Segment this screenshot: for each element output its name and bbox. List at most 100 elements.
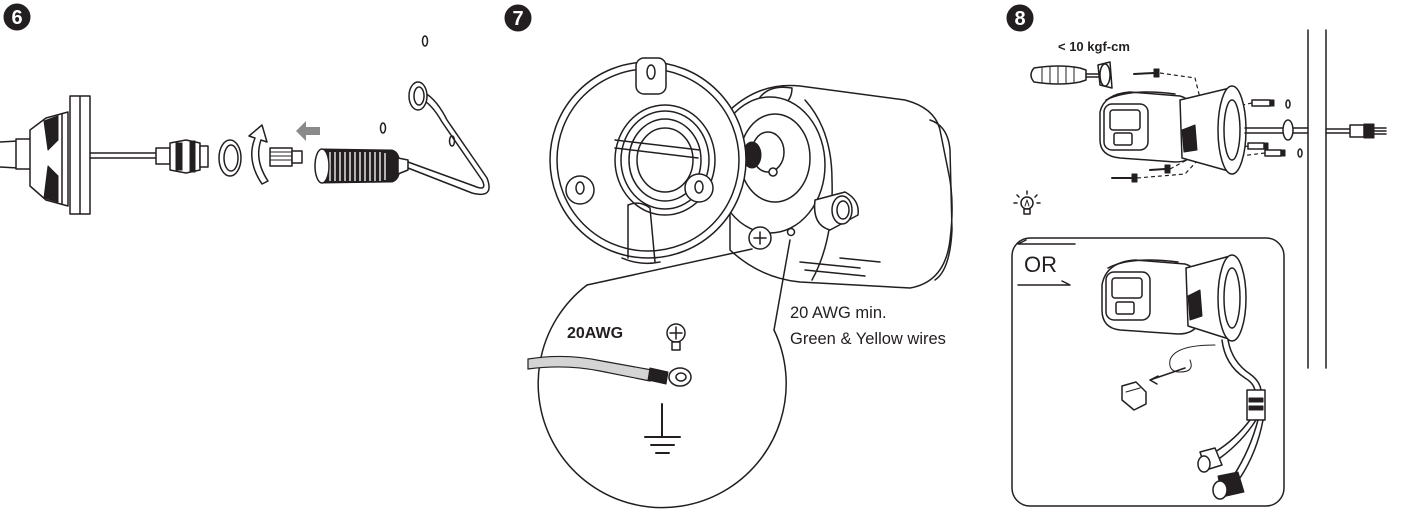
protective-cap-body	[1121, 381, 1147, 411]
screw-boss-left	[565, 175, 595, 205]
ground-wire	[527, 355, 692, 387]
camera-sensor-window	[1113, 132, 1133, 146]
step-number: 8	[1014, 8, 1025, 30]
connector-collar	[199, 145, 209, 168]
power-connector-opening	[1197, 455, 1211, 473]
camera-body	[714, 84, 953, 289]
connector-sleeve	[1349, 124, 1365, 138]
wire-note-line-2: Green & Yellow wires	[790, 330, 946, 348]
step-8: 8 < 10 kgf-cm	[1006, 4, 1387, 507]
lightbulb-glass	[1020, 196, 1034, 210]
step-badge: 6	[3, 3, 31, 31]
pigtail-junction-band	[1248, 397, 1264, 403]
connector-band	[175, 142, 183, 171]
screw-head	[1153, 68, 1160, 78]
step-7: 7	[504, 4, 953, 509]
screwdriver-washer	[1099, 63, 1111, 87]
base-center-ring	[636, 127, 694, 193]
alternative-box-frame	[1011, 237, 1285, 507]
cable-loop-edge	[407, 92, 490, 196]
bracket-base-rim	[1223, 99, 1241, 161]
step-badge-circle	[504, 4, 532, 32]
screw-shaft	[1133, 72, 1155, 75]
lightbulb-base	[1023, 208, 1031, 215]
connector-band	[189, 140, 196, 173]
base-cable-channel	[621, 202, 661, 265]
bracket-base-rim	[1223, 267, 1241, 329]
cable-end-connector	[1325, 123, 1387, 139]
mount-cable-stub	[0, 140, 19, 169]
camera-on-bracket	[1099, 85, 1247, 175]
magnifier-circle	[537, 284, 787, 509]
split-cables	[1214, 419, 1264, 479]
magnified-detail: 20AWG	[527, 239, 791, 509]
ground-wire-crimp	[647, 367, 669, 385]
cap-ridges	[329, 152, 386, 181]
cable-gland-inner	[836, 200, 850, 220]
camera-contour-line	[804, 99, 833, 281]
base-screw-boss	[684, 173, 714, 203]
screwdriver-icon	[1030, 61, 1113, 89]
arrow-right-line	[1017, 280, 1071, 286]
base-screw-boss	[565, 175, 595, 205]
pigtail-junction	[1246, 389, 1266, 421]
alignment-guide-lines	[1136, 72, 1266, 179]
base-screw-boss	[635, 57, 667, 95]
screwdriver-shaft	[1085, 73, 1101, 78]
rj45-plug-body	[269, 147, 293, 167]
connector-body	[1363, 123, 1375, 139]
screw-shaft	[1149, 168, 1166, 171]
pigtail-junction-body	[1246, 389, 1266, 421]
bracket-shadow	[1181, 124, 1198, 153]
screw-boss-right	[684, 173, 714, 203]
wall-section	[1307, 29, 1327, 369]
cable-end	[1325, 128, 1351, 134]
ground-screw-detail-shank	[671, 341, 681, 351]
network-connector-opening	[1212, 480, 1228, 500]
cable-gland	[813, 191, 859, 231]
protective-cap	[1121, 381, 1147, 411]
rj45-plug-boot	[291, 150, 303, 164]
screw-hole	[421, 35, 429, 47]
wall-anchors	[1247, 99, 1303, 158]
wire-gauge-label: 20AWG	[567, 325, 623, 342]
screw-hole	[448, 135, 456, 147]
camera-mount-side-view	[0, 111, 69, 207]
base-center-ring	[620, 110, 710, 210]
wire-note-line-1: 20 AWG min.	[790, 304, 887, 322]
or-label: OR	[1024, 252, 1057, 277]
step-6: 6	[0, 3, 490, 215]
cable-through-wall	[1244, 127, 1309, 134]
ground-icon	[644, 403, 681, 454]
alternative-install-box: OR	[1011, 237, 1285, 507]
protective-cap-edge	[1125, 387, 1141, 393]
base-center-ring	[628, 118, 702, 202]
screw-hole	[1297, 148, 1303, 158]
rj45-plug-contacts	[269, 151, 293, 161]
arrow-icon	[1149, 367, 1186, 385]
camera-visor	[1107, 259, 1179, 269]
camera-visor	[1105, 91, 1176, 101]
mount-shadow-top	[43, 115, 59, 151]
connector-pins	[1373, 127, 1387, 135]
screw-hole	[646, 64, 656, 80]
lightbulb-rays	[1013, 190, 1041, 204]
ground-screw-slot	[753, 231, 767, 245]
mount-shadow-bottom	[43, 165, 59, 203]
waterproof-cap	[314, 148, 409, 184]
network-connector	[1212, 471, 1245, 500]
pigtail-cable	[1221, 339, 1262, 393]
screwdriver-grip	[1041, 66, 1075, 84]
wall-anchor	[1251, 99, 1271, 107]
cable-loop	[407, 92, 490, 196]
step-number: 6	[11, 7, 22, 29]
ground-point	[786, 227, 796, 237]
wall-hole-inner	[413, 86, 425, 106]
camera-sensor-window	[1115, 301, 1135, 315]
wall-hole	[408, 81, 428, 111]
arrow-left-line	[1017, 239, 1076, 245]
bracket-base-plate	[1217, 85, 1247, 175]
magnifier-callout-lines	[586, 239, 791, 331]
rotate-arrow-icon	[248, 124, 269, 185]
screw-holes	[379, 35, 456, 147]
